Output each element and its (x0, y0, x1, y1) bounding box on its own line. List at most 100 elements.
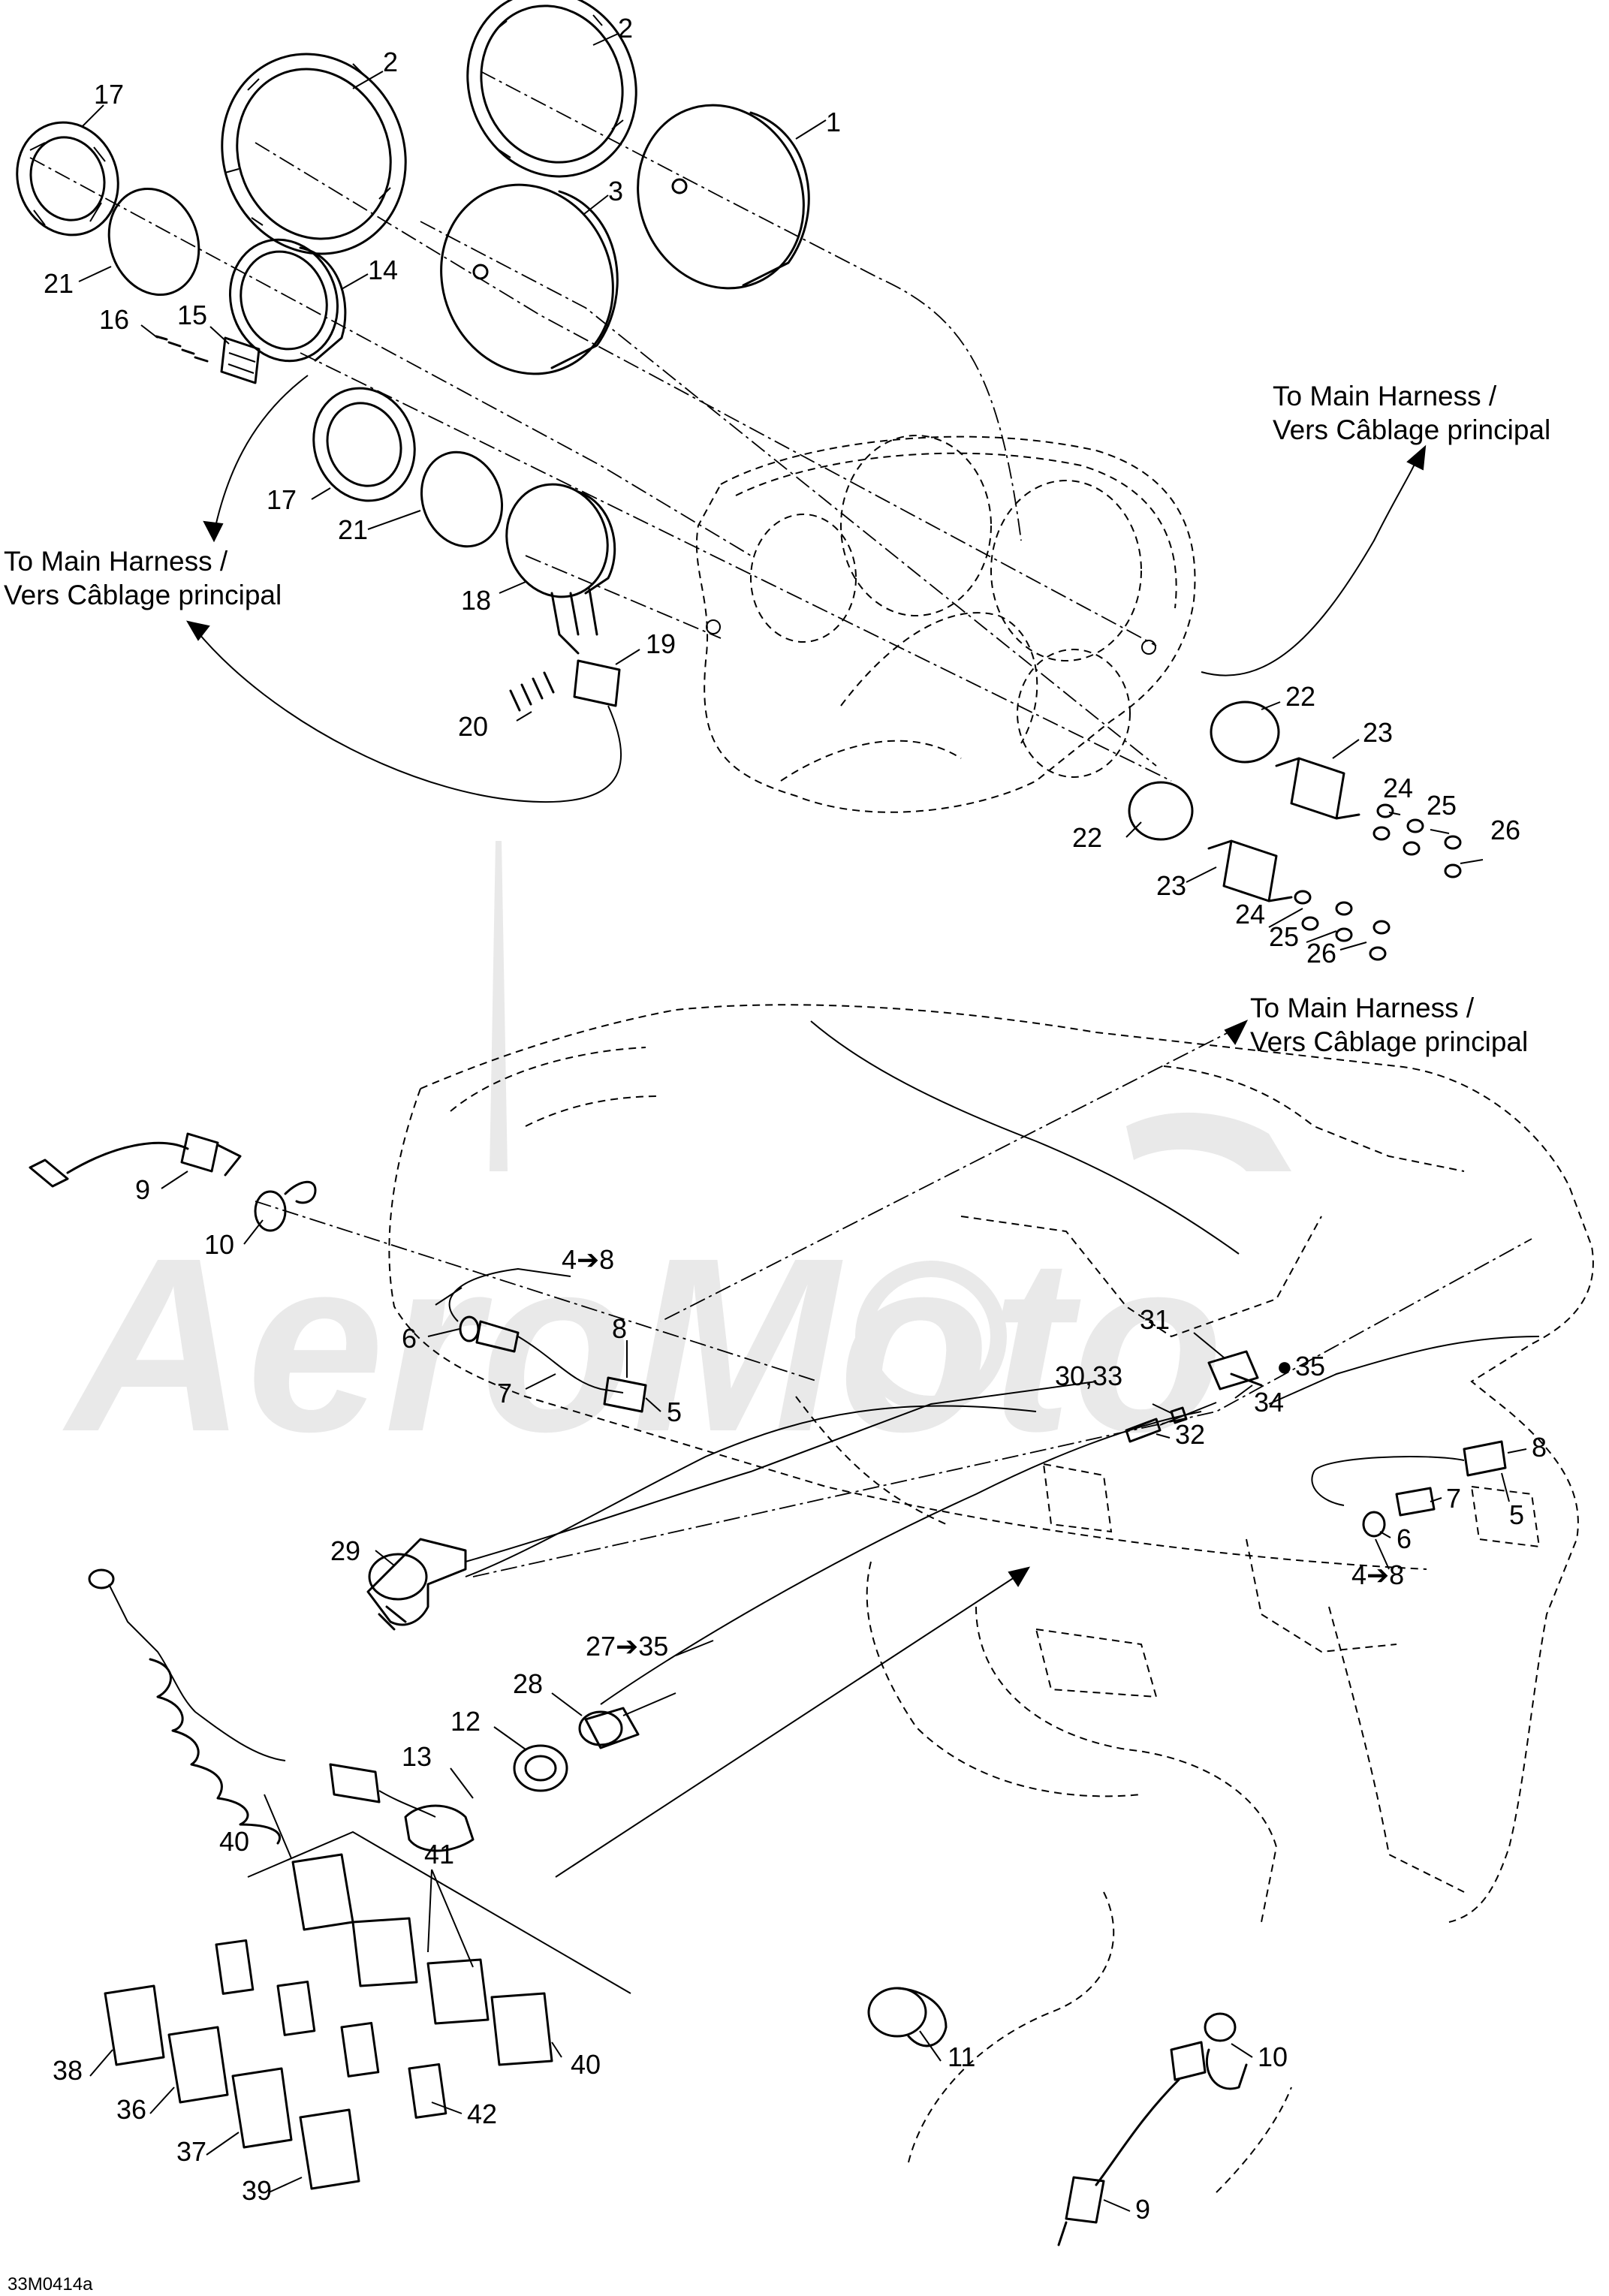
sensor-cluster-right (1311, 1440, 1507, 1538)
watermark-spire (490, 841, 508, 1171)
harness-label-top-right-line1: To Main Harness / (1273, 381, 1497, 411)
bezel-2-right (466, 0, 637, 178)
callout-31: 31 (1140, 1304, 1170, 1335)
gauge-assembly (16, 0, 810, 712)
callout-14: 14 (368, 255, 398, 285)
harness-label-left-line1: To Main Harness / (4, 546, 228, 577)
callout-21-lower: 21 (338, 514, 368, 545)
callout-18: 18 (461, 585, 491, 616)
bezel-17-upper (16, 121, 119, 237)
callout-10-upper: 10 (204, 1229, 234, 1260)
callout-17-upper: 17 (94, 79, 124, 110)
harness-label-mid-right-line2: Vers Câblage principal (1250, 1026, 1528, 1057)
center-lines (29, 71, 1172, 782)
callout-17-lower: 17 (267, 484, 297, 515)
callout-42: 42 (467, 2099, 497, 2129)
callout-13: 13 (402, 1741, 432, 1772)
callout-22-lower: 22 (1072, 822, 1102, 853)
o-ring-21-lower (420, 450, 504, 548)
callout-2-right: 2 (618, 13, 633, 44)
cable-9-upper (29, 1132, 242, 1188)
callout-30-33: 30,33 (1055, 1360, 1122, 1391)
callout-9-upper: 9 (135, 1174, 150, 1205)
grommet-6-right (1362, 1511, 1386, 1538)
switch-41-b (426, 1958, 490, 2025)
lens-42-3 (340, 2021, 380, 2078)
connector-34-group (1125, 1350, 1263, 1443)
callout-39: 39 (242, 2175, 272, 2206)
connector-15 (220, 336, 261, 384)
o-ring-21-upper (107, 187, 200, 297)
switch-38 (104, 1984, 165, 2066)
callout-7-right: 7 (1446, 1483, 1461, 1514)
cable-9-lower (1057, 2041, 1207, 2246)
callout-21-upper: 21 (44, 268, 74, 299)
switch-41-a (351, 1917, 418, 1987)
gauge-14 (228, 238, 347, 363)
callout-32: 32 (1175, 1419, 1205, 1450)
harness-routes (185, 375, 1427, 803)
lens-42-1 (215, 1939, 255, 1995)
callout-2-left: 2 (383, 47, 398, 77)
callout-15: 15 (177, 300, 207, 330)
terminals-16 (155, 335, 209, 363)
switch-40-upper (291, 1853, 354, 1931)
terminals-20 (509, 671, 555, 712)
callout-25-lower: 25 (1269, 921, 1299, 952)
callout-26-upper: 26 (1490, 815, 1520, 845)
callout-24-upper: 24 (1383, 773, 1413, 803)
callout-29: 29 (330, 1535, 360, 1566)
callout-28: 28 (513, 1668, 543, 1699)
callout-23-upper: 23 (1363, 717, 1393, 748)
watermark-text: AeroMoto (60, 1206, 1224, 1483)
switch-bank (104, 1830, 631, 2190)
callout-37: 37 (176, 2136, 206, 2167)
washers-nuts-24-26 (1294, 803, 1462, 961)
bracket-23-upper (1275, 757, 1360, 820)
gauge-3 (440, 183, 619, 375)
callout-27-35: 27➔35 (586, 1631, 668, 1662)
lower-harness-lines (255, 1020, 1540, 2193)
switch-28 (578, 1692, 676, 1749)
watermark-motorbike (1126, 1112, 1291, 1171)
lanyard-13 (88, 1568, 475, 1852)
callout-38: 38 (53, 2055, 83, 2086)
callout-4-8-left: 4➔8 (562, 1244, 614, 1275)
dash-housing (695, 435, 1196, 813)
callout-labels: 1 2 2 3 17 21 14 15 16 17 21 18 19 20 22… (44, 13, 1547, 2225)
callout-34: 34 (1254, 1387, 1284, 1418)
callout-12: 12 (450, 1706, 481, 1737)
connector-5-left (603, 1376, 647, 1413)
switch-36 (167, 2026, 229, 2104)
callout-7-left: 7 (497, 1378, 512, 1409)
sensor-cluster-left (448, 1267, 647, 1413)
callout-10-lower: 10 (1258, 2041, 1288, 2072)
light-11 (867, 1987, 948, 2047)
drop-icon: ● (1276, 1351, 1293, 1382)
gauge-18 (505, 483, 616, 655)
harness-labels: To Main Harness / Vers Câblage principal… (4, 381, 1550, 1057)
connector-5-right (1463, 1440, 1507, 1477)
callout-5-left: 5 (667, 1397, 682, 1427)
gauge-1 (637, 104, 810, 290)
sensor-7-left (475, 1320, 520, 1353)
callout-19: 19 (646, 628, 676, 659)
callout-1: 1 (826, 107, 841, 137)
callout-23-lower: 23 (1156, 870, 1186, 901)
harness-label-mid-right-line1: To Main Harness / (1250, 993, 1475, 1023)
callout-35: 35 (1295, 1351, 1325, 1382)
callout-6-right: 6 (1397, 1523, 1412, 1554)
callout-40-lower: 40 (571, 2049, 601, 2080)
callout-24-lower: 24 (1235, 899, 1265, 930)
callout-11: 11 (948, 2041, 975, 2072)
harness-label-left-line2: Vers Câblage principal (4, 580, 282, 610)
callout-20: 20 (458, 711, 488, 742)
callout-36: 36 (116, 2094, 146, 2125)
switch-39 (299, 2108, 360, 2190)
bracket-23-lower (1207, 839, 1293, 902)
o-ring-22-lower (1128, 781, 1194, 841)
callout-3: 3 (608, 176, 623, 206)
console-body (388, 1004, 1594, 1923)
connector-19 (573, 659, 621, 707)
